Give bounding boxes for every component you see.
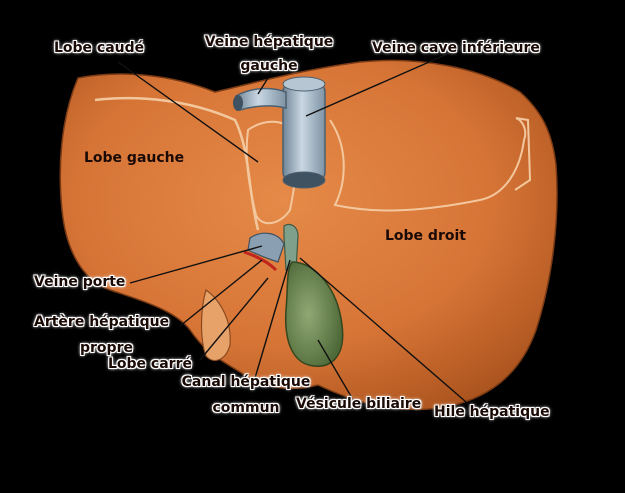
gallbladder (284, 261, 344, 367)
label-vesicule-biliaire: Vésicule biliaire (296, 396, 422, 412)
label-lobe-carre: Lobe carré (108, 356, 192, 372)
right-lobe-edge (514, 117, 532, 191)
inferior-vena-cava (282, 76, 326, 189)
label-canal-hepatique-line1: Canal hépatique (181, 374, 311, 390)
label-veine-cave-inferieure: Veine cave inférieure (372, 40, 540, 56)
hepatic-artery (243, 250, 278, 272)
label-hile-hepatique: Hile hépatique (434, 404, 550, 420)
label-veine-porte: Veine porte (34, 274, 126, 290)
leader-lines (117, 51, 467, 403)
label-lobe-droit: Lobe droit (385, 228, 466, 244)
label-lobe-caude: Lobe caudé (54, 40, 145, 56)
label-veine-hepatique-gauche-line1: Veine hépatique (204, 34, 334, 50)
label-artere-hepatique-line2: propre (80, 340, 133, 356)
quadrate-lobe (200, 289, 231, 362)
label-canal-hepatique-line2: commun (212, 400, 280, 416)
label-artere-hepatique-line1: Artère hépatique (34, 314, 170, 330)
right-lobe-groove (329, 117, 527, 212)
portal-vein (247, 232, 285, 263)
left-hepatic-vein (233, 87, 287, 111)
label-veine-hepatique-gauche-line2: gauche (240, 58, 298, 74)
label-lobe-gauche: Lobe gauche (84, 150, 185, 166)
